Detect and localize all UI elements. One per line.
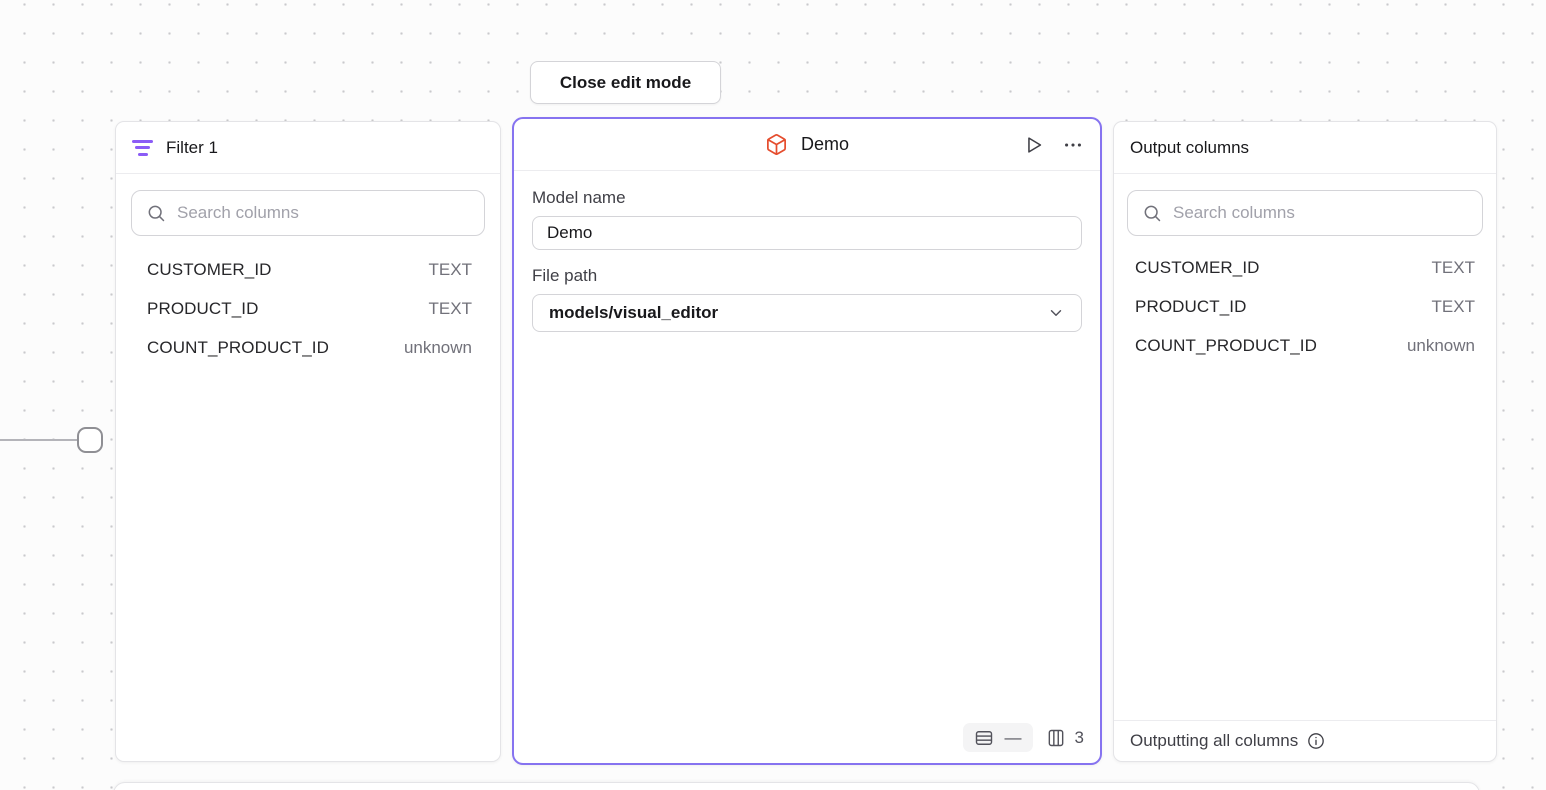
- filter-icon: [132, 139, 153, 156]
- column-name: COUNT_PRODUCT_ID: [1135, 335, 1318, 355]
- output-panel-footer: Outputting all columns: [1114, 720, 1496, 761]
- file-path-value: models/visual_editor: [549, 303, 719, 322]
- filter-search-input[interactable]: [177, 203, 470, 223]
- column-row[interactable]: PRODUCT_ID TEXT: [117, 289, 499, 328]
- model-stats: — 3: [962, 723, 1084, 752]
- model-node-panel[interactable]: Demo Model name File path models/vis: [512, 117, 1102, 765]
- column-row[interactable]: PRODUCT_ID TEXT: [1115, 287, 1495, 326]
- model-panel-body: Model name File path models/visual_edito…: [514, 171, 1100, 332]
- output-panel-header: Output columns: [1114, 122, 1496, 174]
- ellipsis-icon: [1065, 142, 1081, 147]
- column-name: PRODUCT_ID: [1135, 296, 1247, 316]
- file-path-label: File path: [532, 266, 598, 285]
- filter-node-panel[interactable]: Filter 1 CUSTOMER_ID TEXT PRODUCT_ID TEX…: [115, 121, 501, 762]
- play-icon: [1028, 136, 1042, 153]
- output-column-list: CUSTOMER_ID TEXT PRODUCT_ID TEXT COUNT_P…: [1114, 236, 1496, 365]
- column-type: TEXT: [1431, 296, 1475, 316]
- info-icon[interactable]: [1306, 731, 1326, 751]
- output-search-box[interactable]: [1127, 190, 1483, 236]
- row-count-toggle[interactable]: —: [962, 723, 1033, 752]
- output-search-input[interactable]: [1173, 203, 1468, 223]
- run-model-button[interactable]: [1023, 134, 1045, 156]
- column-row[interactable]: CUSTOMER_ID TEXT: [1115, 248, 1495, 287]
- output-columns-panel[interactable]: Output columns CUSTOMER_ID TEXT PRODUCT_…: [1113, 121, 1497, 762]
- column-count-value: 3: [1074, 727, 1084, 747]
- file-path-select[interactable]: models/visual_editor: [532, 294, 1082, 332]
- chevron-down-icon: [1050, 310, 1062, 316]
- table-columns-icon: [1048, 729, 1063, 746]
- column-type: unknown: [403, 337, 472, 357]
- column-row[interactable]: COUNT_PRODUCT_ID unknown: [1115, 326, 1495, 365]
- table-rows-icon: [975, 730, 992, 745]
- filter-panel-title: Filter 1: [166, 137, 218, 157]
- column-type: unknown: [1406, 335, 1475, 355]
- filter-panel-header: Filter 1: [116, 122, 500, 174]
- search-icon: [1144, 205, 1161, 222]
- column-row[interactable]: COUNT_PRODUCT_ID unknown: [117, 328, 499, 367]
- column-name: PRODUCT_ID: [147, 298, 259, 318]
- output-footer-text: Outputting all columns: [1130, 731, 1299, 750]
- column-type: TEXT: [428, 298, 472, 318]
- row-count-value: —: [1004, 727, 1022, 747]
- filter-column-list: CUSTOMER_ID TEXT PRODUCT_ID TEXT COUNT_P…: [116, 236, 500, 367]
- model-panel-title: Demo: [800, 134, 849, 154]
- box-icon: [766, 134, 786, 155]
- column-name: CUSTOMER_ID: [147, 259, 272, 279]
- more-options-button[interactable]: [1062, 134, 1084, 156]
- edge-connector-line[interactable]: [0, 439, 78, 441]
- model-name-input[interactable]: [532, 216, 1082, 250]
- column-type: TEXT: [428, 259, 472, 279]
- column-name: COUNT_PRODUCT_ID: [147, 337, 330, 357]
- column-name: CUSTOMER_ID: [1135, 257, 1260, 277]
- output-panel-title: Output columns: [1130, 137, 1250, 157]
- search-icon: [148, 205, 165, 222]
- edge-connection-handle[interactable]: [77, 427, 103, 453]
- column-row[interactable]: CUSTOMER_ID TEXT: [117, 250, 499, 289]
- column-count-indicator[interactable]: 3: [1046, 728, 1084, 748]
- model-name-label: Model name: [532, 188, 626, 207]
- bottom-results-panel[interactable]: [113, 782, 1480, 790]
- model-panel-header: Demo: [514, 119, 1100, 171]
- filter-search-box[interactable]: [131, 190, 485, 236]
- close-edit-mode-button[interactable]: Close edit mode: [530, 61, 721, 104]
- column-type: TEXT: [1431, 257, 1475, 277]
